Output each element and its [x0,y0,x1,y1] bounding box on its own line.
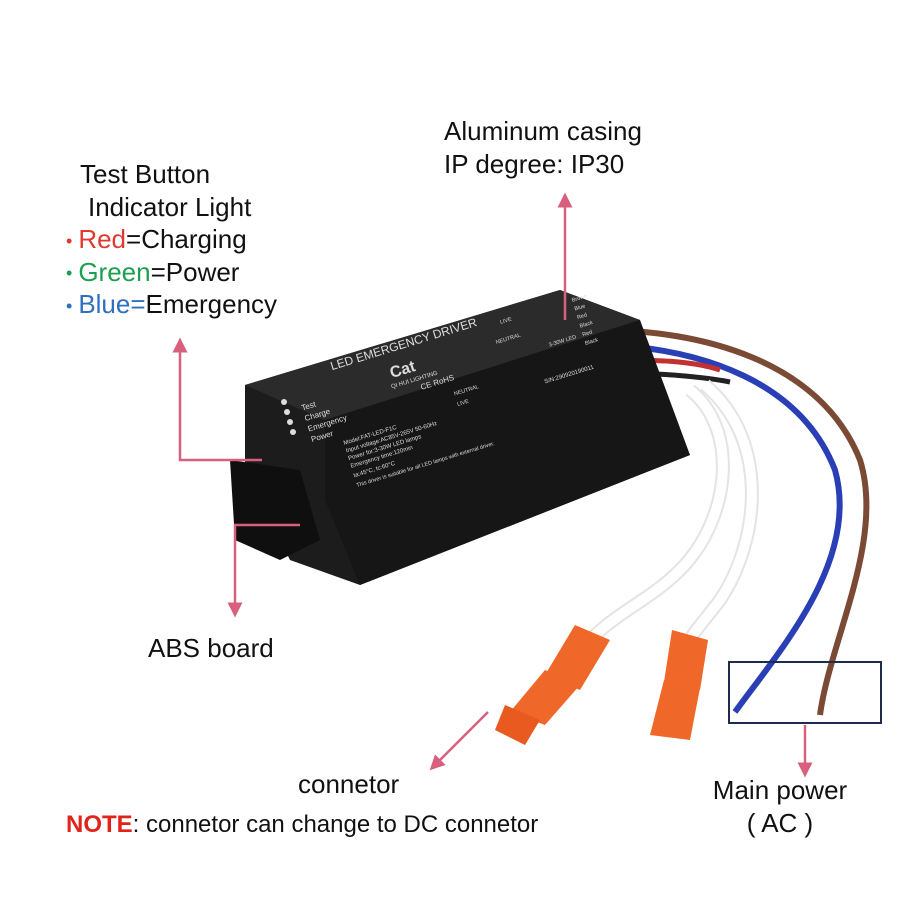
note-line: NOTE: connetor can change to DC connetor [66,810,538,840]
indicator-dot-test [281,399,287,405]
bullet-blue-word: Blue= [78,289,146,319]
aluminum-label: Aluminum casing IP degree: IP30 [444,115,642,180]
bullet-green-rest: =Power [150,256,240,287]
blue-wire [611,342,843,714]
bullet-red-rest: =Charging [126,224,247,254]
brown-wire [599,327,870,716]
abs-board-label: ABS board [148,633,274,663]
device-wire-1-color: Blue [574,303,586,312]
device-wire-0-name: LIVE [499,316,512,325]
test-button-label: Test Button [80,159,211,189]
driver-casing [230,290,690,585]
bullet-green: •Green=Power [66,256,277,289]
indicator-dot-emergency [287,419,293,425]
device-wire-5-color: Black [584,337,599,347]
device-wire-3-color: Black [579,320,594,330]
indicator-dot-power [290,429,296,435]
main-power-box [728,661,882,724]
white-cable-left-core [586,386,728,644]
bullet-red: •Red=Charging [66,223,277,256]
aluminum-line1: Aluminum casing [444,116,642,146]
arrow-indicator [172,337,262,462]
device-wire-0-color: Brown [571,294,588,304]
note-text: : connetor can change to DC connetor [132,811,539,838]
device-indicator-test: Test [300,399,317,412]
indicator-label: Test Button Indicator Light •Red=Chargin… [66,158,277,321]
device-brand: Cat [388,358,418,382]
bullet-green-dot: • [66,263,73,284]
connector-right [650,630,708,740]
arrow-connector [429,711,489,771]
bullet-blue-rest: Emergency [145,289,278,319]
note-prefix: NOTE [66,811,133,838]
bullet-red-dot: • [66,230,73,251]
indicator-dot-charge [284,409,290,415]
arrow-abs [227,523,300,618]
main-power-ac: ( AC ) [746,807,814,838]
connector-label: connetor [298,769,400,799]
bullet-red-word: Red [78,224,127,254]
main-power-line1: Main power [712,775,848,805]
connector-left [495,625,610,745]
aluminum-line2: IP degree: IP30 [444,148,625,179]
bullet-blue: •Blue=Emergency [66,288,277,321]
device-wire-2-color: Red [576,312,587,321]
device-wire-4-color: Red [582,330,593,339]
bullet-green-word: Green [78,256,151,287]
indicator-light-label: Indicator Light [88,191,252,222]
main-power-label: Main power ( AC ) [700,774,860,839]
bullet-blue-dot: • [66,295,73,316]
white-cable-right-core [685,381,757,643]
device-left-term-live: LIVE [457,399,470,408]
